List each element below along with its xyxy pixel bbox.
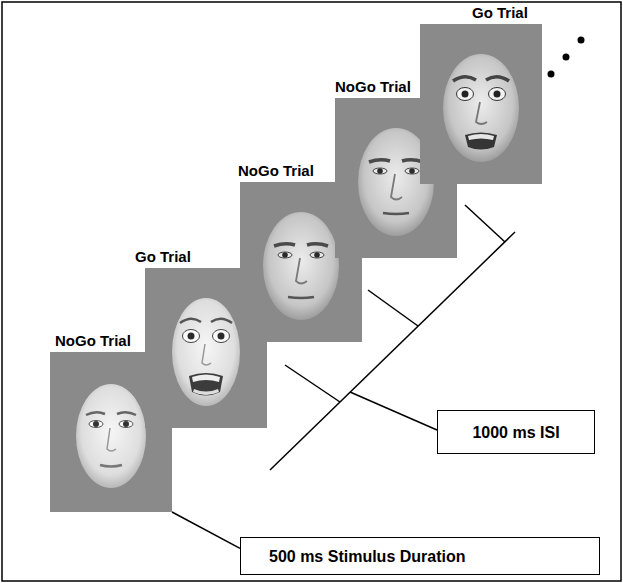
bracket-tick (285, 365, 340, 402)
dot (563, 54, 570, 61)
trial-label: NoGo Trial (335, 78, 411, 95)
panel-ground (420, 24, 542, 184)
dot (578, 37, 585, 44)
dot (548, 71, 555, 78)
neutral-face (76, 384, 146, 488)
continuation-dots (548, 37, 585, 78)
leader-line (172, 512, 240, 548)
trial-label: NoGo Trial (55, 332, 131, 349)
stimulus-panel: NoGo Trial (50, 352, 172, 512)
face-panel (420, 24, 542, 184)
stimulus-panel: Go Trial (420, 24, 542, 184)
label-box: 500 ms Stimulus Duration (240, 537, 600, 575)
trial-label: Go Trial (135, 248, 191, 265)
bracket-tick (465, 205, 505, 242)
stimulus-panel: NoGo Trial (240, 182, 362, 342)
stimulus-panel: Go Trial (145, 268, 267, 428)
fearful-face (172, 298, 240, 406)
trial-label: NoGo Trial (238, 162, 314, 179)
box-label: 1000 ms ISI (472, 423, 559, 442)
box-label: 500 ms Stimulus Duration (269, 547, 466, 566)
label-box: 1000 ms ISI (437, 410, 595, 454)
bracket-tick (368, 290, 418, 326)
bracket-leader (350, 392, 437, 430)
neutral-face (263, 212, 339, 320)
trial-label: Go Trial (472, 4, 528, 21)
fearful-face (443, 54, 519, 162)
stimulus-panel: NoGo Trial (335, 98, 457, 258)
